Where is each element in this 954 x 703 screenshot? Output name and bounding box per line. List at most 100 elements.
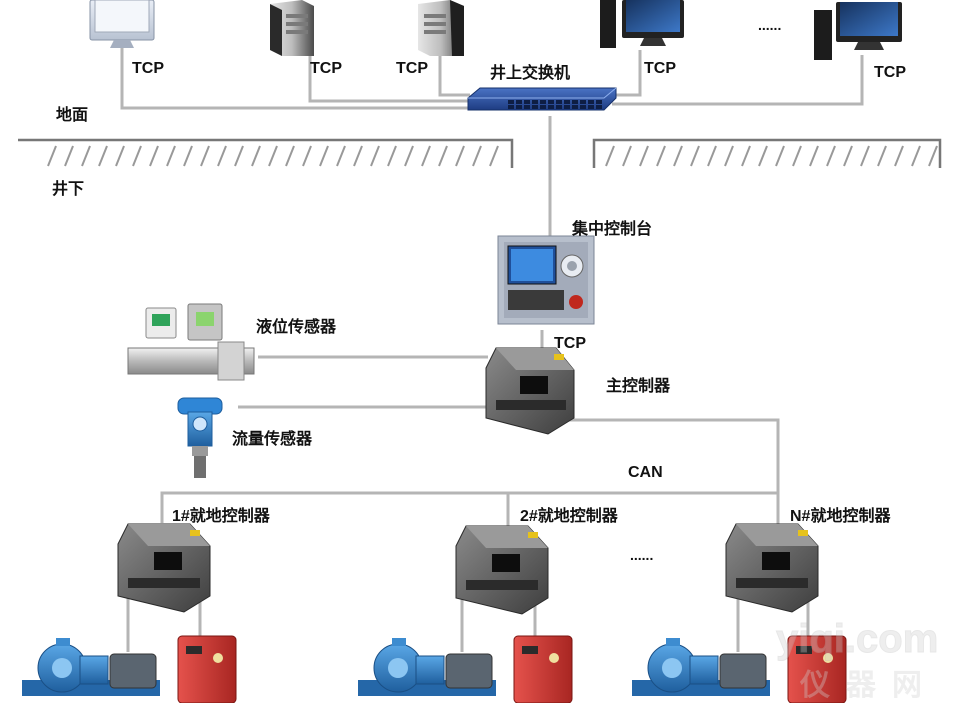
switch-port	[596, 105, 602, 109]
ground-hatch	[438, 145, 448, 167]
ground-hatch	[455, 145, 465, 167]
server-tower-icon[interactable]	[418, 0, 464, 56]
switch-port	[540, 105, 546, 109]
line-pc2-switch	[612, 50, 642, 97]
switch-port	[572, 105, 578, 109]
local-controller-1-label: 1#就地控制器	[172, 506, 271, 525]
ground-hatch	[472, 145, 482, 167]
tcp-label: TCP	[310, 60, 342, 77]
labels: TCP TCP TCP TCP TCP ...... 井上交换机 地面 井下 集…	[52, 17, 906, 563]
ground-hatch	[132, 145, 142, 167]
ground-hatch	[421, 145, 431, 167]
computer-icon[interactable]	[89, 0, 155, 48]
svg-text:yiqi.com: yiqi.com	[776, 617, 938, 661]
ground-hatch	[404, 145, 414, 167]
switch-port	[588, 100, 594, 104]
tcp-label: TCP	[132, 60, 164, 77]
ground-hatch	[81, 145, 91, 167]
computer-icon[interactable]	[600, 0, 684, 48]
switch-port	[516, 100, 522, 104]
ground-hatch	[741, 145, 751, 167]
computer-icon[interactable]	[814, 2, 902, 60]
red-cabinet-icon[interactable]	[177, 635, 237, 703]
ground-hatch	[860, 145, 870, 167]
ground-hatch	[656, 145, 666, 167]
network-switch-icon[interactable]	[467, 87, 617, 111]
tcp-label: TCP	[554, 335, 586, 352]
local-controller-2-label: 2#就地控制器	[520, 506, 619, 525]
ground-hatch	[285, 145, 295, 167]
ground-hatch	[387, 145, 397, 167]
ground-hatch	[166, 145, 176, 167]
control-console-icon[interactable]	[497, 235, 595, 325]
ground-hatch	[47, 145, 57, 167]
ground-hatch	[775, 145, 785, 167]
ellipsis-label: ......	[758, 17, 781, 33]
ground-hatch	[200, 145, 210, 167]
ground-hatch	[489, 145, 499, 167]
ground-hatch	[928, 145, 938, 167]
switch-port	[524, 100, 530, 104]
ground-hatch	[826, 145, 836, 167]
main-controller-label: 主控制器	[606, 376, 671, 395]
ground-hatch	[217, 145, 227, 167]
surface-label: 地面	[56, 105, 88, 124]
ground-hatch	[268, 145, 278, 167]
ground-hatch	[724, 145, 734, 167]
ground-hatch	[98, 145, 108, 167]
ground-hatch	[336, 145, 346, 167]
line-pc3-switch	[612, 55, 864, 106]
tcp-label: TCP	[396, 60, 428, 77]
switch-port	[508, 105, 514, 109]
ground-hatch	[843, 145, 853, 167]
ground-hatch	[183, 145, 193, 167]
switch-port	[588, 105, 594, 109]
switch-port	[540, 100, 546, 104]
ellipsis-label: ......	[630, 547, 653, 563]
ground-hatch	[911, 145, 921, 167]
line-server2-switch	[438, 55, 470, 97]
controller-box-icon[interactable]	[117, 523, 211, 613]
switch-port	[564, 105, 570, 109]
ground-hatch	[877, 145, 887, 167]
ground-hatch	[605, 145, 615, 167]
tcp-label: TCP	[874, 64, 906, 81]
console-label: 集中控制台	[571, 219, 652, 238]
level-sensor-icon[interactable]	[127, 303, 255, 381]
ground-hatch	[115, 145, 125, 167]
line-can-bus	[160, 491, 778, 523]
controller-box-icon[interactable]	[455, 525, 549, 615]
server-tower-icon[interactable]	[270, 0, 314, 56]
switch-port	[532, 105, 538, 109]
switch-port	[532, 100, 538, 104]
pump-icon[interactable]	[22, 638, 160, 696]
controller-box-icon[interactable]	[485, 347, 575, 435]
switch-port	[556, 105, 562, 109]
red-cabinet-icon[interactable]	[787, 635, 847, 703]
ground-hatch	[319, 145, 329, 167]
flow-sensor-icon[interactable]	[177, 397, 223, 478]
switch-port	[572, 100, 578, 104]
switch-port	[548, 100, 554, 104]
ground-hatch	[353, 145, 363, 167]
pump-icon[interactable]	[358, 638, 496, 696]
local-controller-n-label: N#就地控制器	[790, 506, 891, 525]
red-cabinet-icon[interactable]	[513, 635, 573, 703]
ground-hatch	[707, 145, 717, 167]
underground-label: 井下	[52, 179, 84, 198]
ground-hatch	[234, 145, 244, 167]
ground-hatch	[894, 145, 904, 167]
ground-hatch	[758, 145, 768, 167]
flow-sensor-label: 流量传感器	[232, 429, 313, 448]
switch-label: 井上交换机	[490, 63, 570, 82]
switch-port	[580, 105, 586, 109]
switch-port	[548, 105, 554, 109]
pump-icon[interactable]	[632, 638, 770, 696]
controller-box-icon[interactable]	[725, 523, 819, 613]
switch-port	[564, 100, 570, 104]
svg-text:仪器网: 仪器网	[799, 669, 938, 702]
connection-lines	[120, 48, 864, 652]
ground-hatch	[673, 145, 683, 167]
